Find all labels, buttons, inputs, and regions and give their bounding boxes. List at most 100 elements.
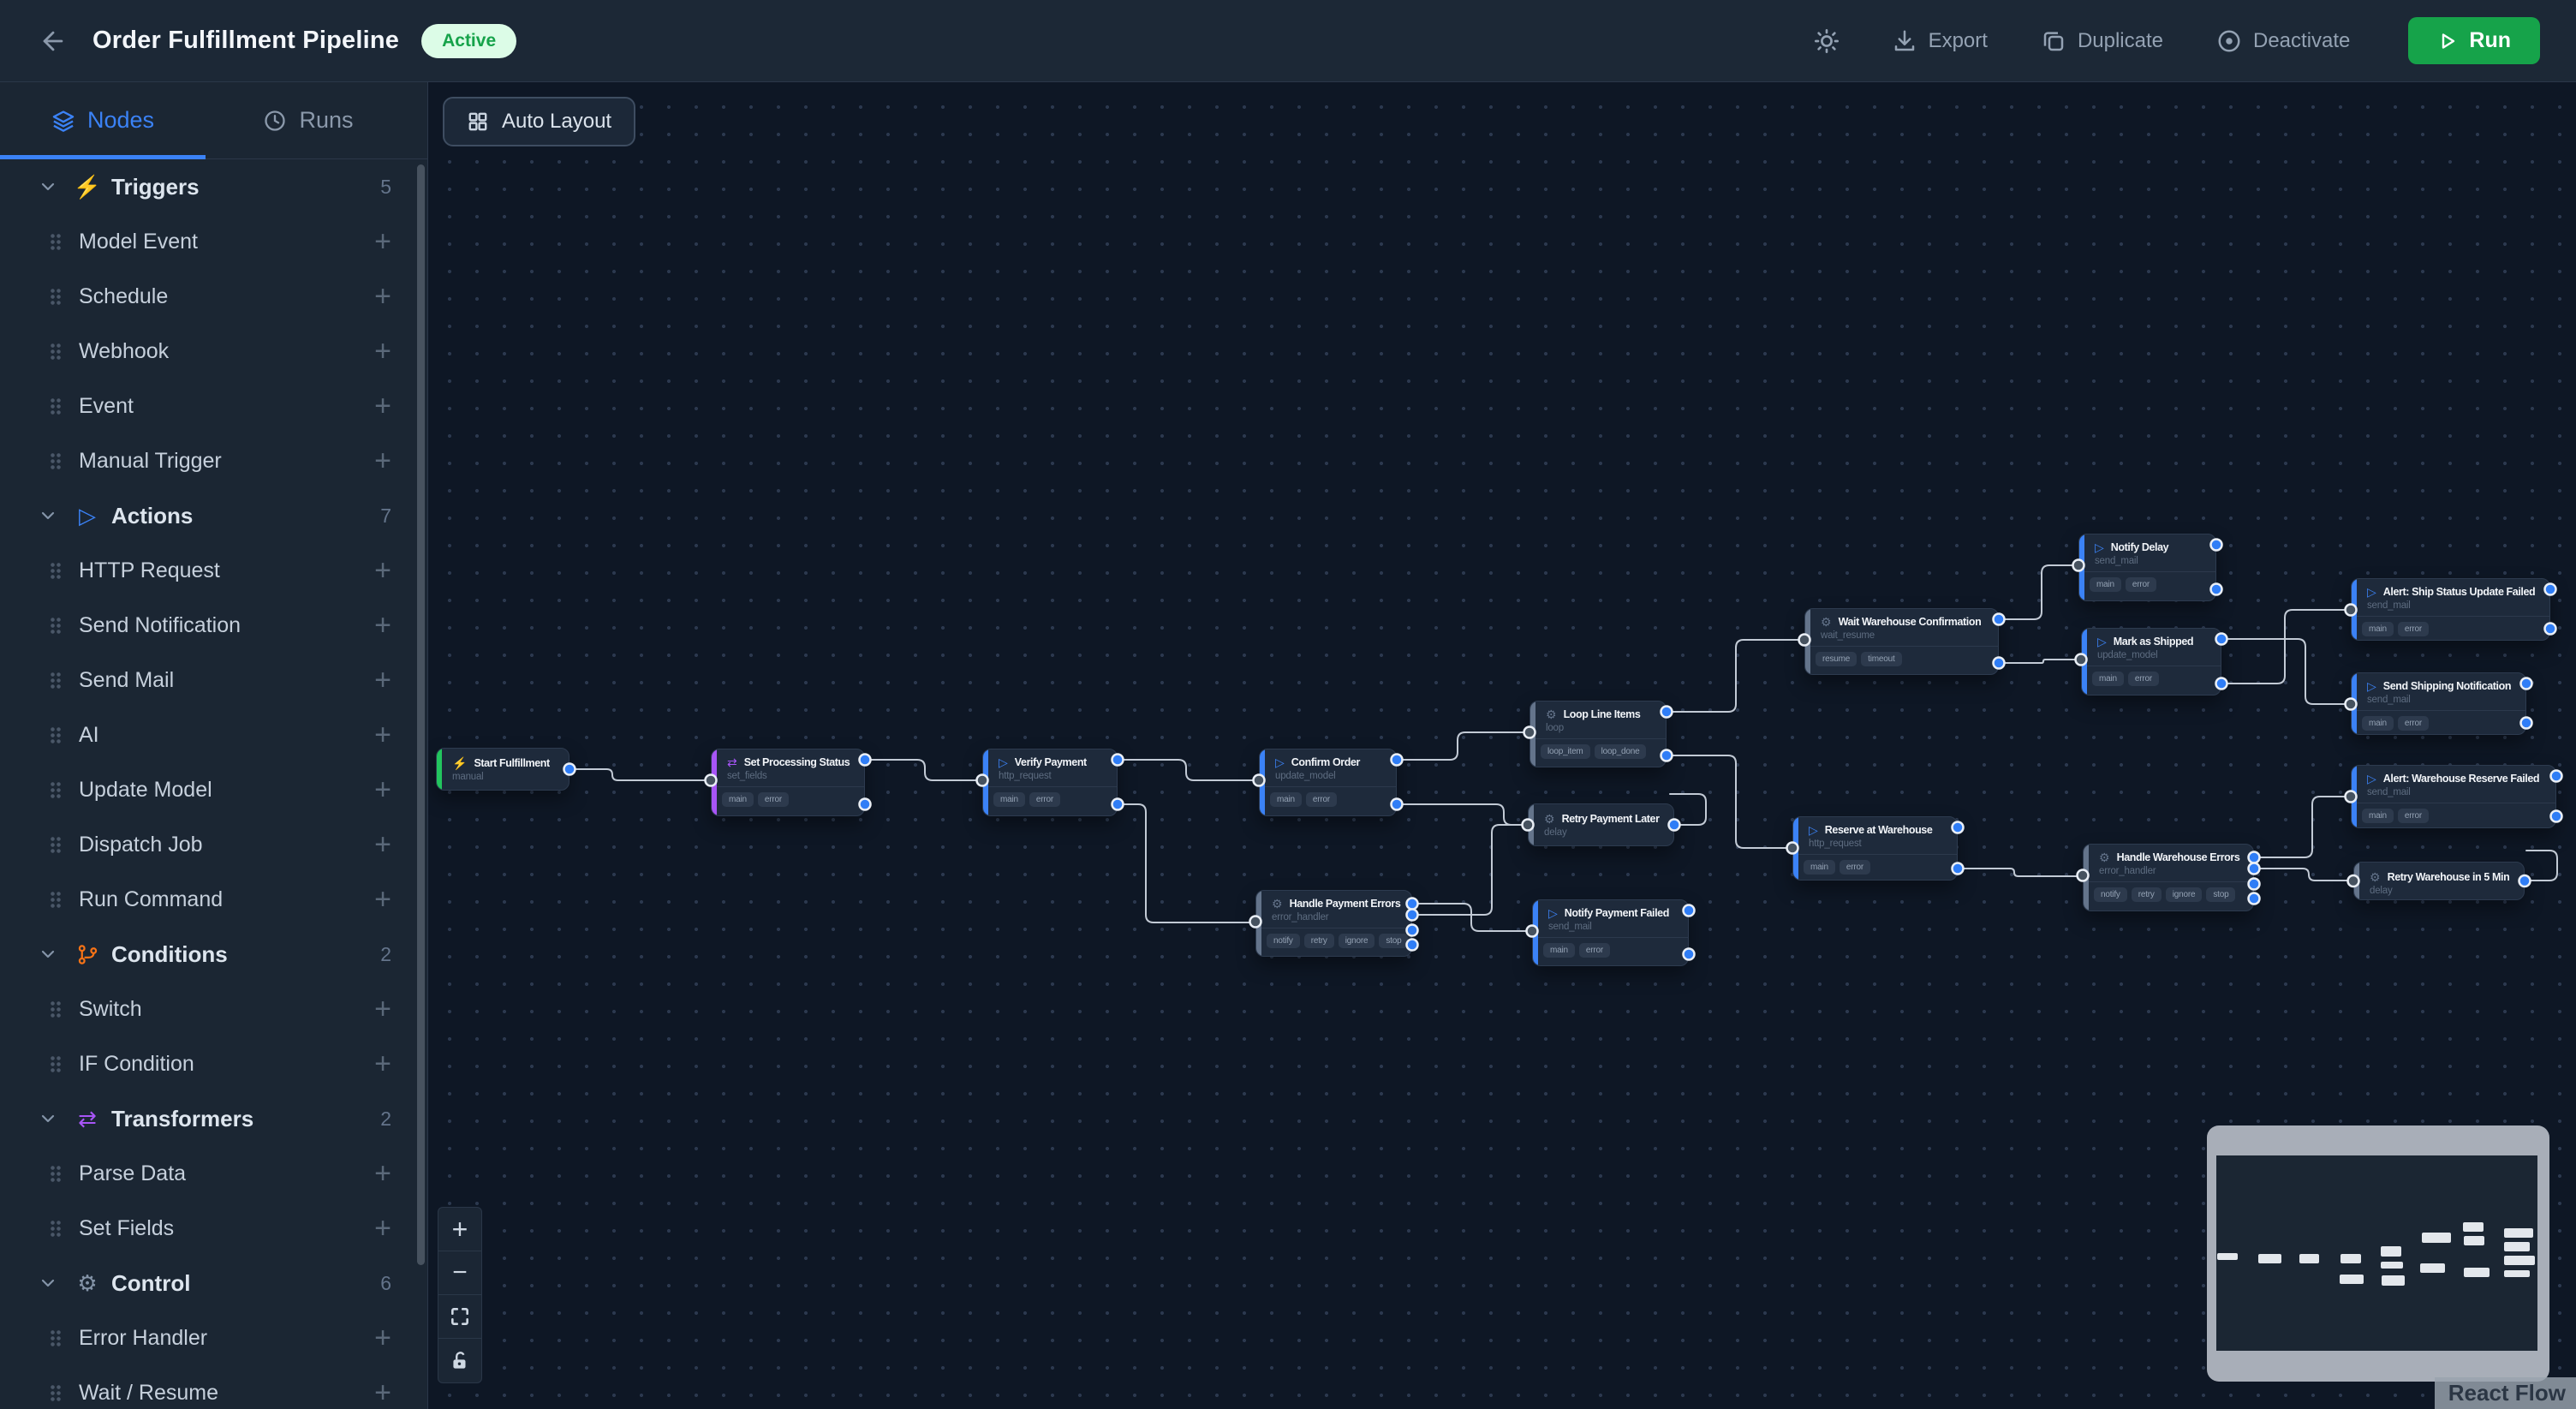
sidebar-item-model-event[interactable]: Model Event+ — [0, 214, 427, 269]
drag-handle-icon[interactable] — [50, 725, 62, 744]
sidebar-item-ai[interactable]: AI+ — [0, 707, 427, 762]
sidebar-item-set-fields[interactable]: Set Fields+ — [0, 1201, 427, 1256]
deactivate-button[interactable]: Deactivate — [2216, 28, 2350, 54]
back-button[interactable] — [34, 22, 72, 60]
add-node-icon[interactable]: + — [374, 390, 391, 422]
sidebar-item-if-condition[interactable]: IF Condition+ — [0, 1036, 427, 1091]
export-button[interactable]: Export — [1892, 28, 1988, 54]
drag-handle-icon[interactable] — [50, 232, 62, 251]
drag-handle-icon[interactable] — [50, 890, 62, 909]
node-title: Handle Warehouse Errors — [2116, 851, 2240, 863]
sidebar-scrollbar[interactable] — [417, 164, 425, 1265]
add-node-icon[interactable]: + — [374, 609, 391, 642]
add-node-icon[interactable]: + — [374, 719, 391, 751]
sidebar-item-webhook[interactable]: Webhook+ — [0, 324, 427, 379]
theme-toggle-button[interactable] — [1813, 27, 1840, 55]
minimap[interactable] — [2207, 1125, 2549, 1382]
drag-handle-icon[interactable] — [50, 1164, 62, 1183]
zoom-out-button[interactable]: − — [438, 1251, 481, 1295]
drag-handle-icon[interactable] — [50, 451, 62, 470]
drag-handle-icon[interactable] — [50, 1219, 62, 1238]
drag-handle-icon[interactable] — [50, 342, 62, 361]
sidebar-item-send-mail[interactable]: Send Mail+ — [0, 653, 427, 707]
sidebar-item-manual-trigger[interactable]: Manual Trigger+ — [0, 433, 427, 488]
node-subtitle: send_mail — [2367, 600, 2411, 611]
sidebar-item-http-request[interactable]: HTTP Request+ — [0, 543, 427, 598]
add-node-icon[interactable]: + — [374, 554, 391, 587]
drag-handle-icon[interactable] — [50, 671, 62, 690]
drag-handle-icon[interactable] — [50, 397, 62, 415]
drag-handle-icon[interactable] — [50, 1054, 62, 1073]
sidebar-item-dispatch-job[interactable]: Dispatch Job+ — [0, 817, 427, 872]
sidebar-item-error-handler[interactable]: Error Handler+ — [0, 1310, 427, 1365]
add-node-icon[interactable]: + — [374, 1376, 391, 1409]
add-node-icon[interactable]: + — [374, 1048, 391, 1080]
fit-view-button[interactable] — [438, 1295, 481, 1339]
sidebar-item-update-model[interactable]: Update Model+ — [0, 762, 427, 817]
add-node-icon[interactable]: + — [374, 1322, 391, 1354]
drag-handle-icon[interactable] — [50, 561, 62, 580]
sidebar-item-run-command[interactable]: Run Command+ — [0, 872, 427, 927]
sidebar-item-switch[interactable]: Switch+ — [0, 982, 427, 1036]
auto-layout-button[interactable]: Auto Layout — [443, 97, 636, 146]
lock-button[interactable] — [438, 1339, 481, 1382]
tab-nodes[interactable]: Nodes — [0, 82, 206, 159]
add-node-icon[interactable]: + — [374, 883, 391, 916]
drag-handle-icon[interactable] — [50, 835, 62, 854]
add-node-icon[interactable]: + — [374, 773, 391, 806]
section-label: Control — [111, 1269, 191, 1296]
drag-handle-icon[interactable] — [50, 616, 62, 635]
sidebar-item-schedule[interactable]: Schedule+ — [0, 269, 427, 324]
add-node-icon[interactable]: + — [374, 664, 391, 696]
sidebar-item-wait-resume[interactable]: Wait / Resume+ — [0, 1365, 427, 1409]
add-node-icon[interactable]: + — [374, 225, 391, 258]
output-badge-notify: notify — [2094, 887, 2127, 902]
node-subtitle: delay — [2370, 886, 2393, 896]
sidebar-item-event[interactable]: Event+ — [0, 379, 427, 433]
add-node-icon[interactable]: + — [374, 1212, 391, 1245]
run-button[interactable]: Run — [2408, 17, 2540, 64]
add-node-icon[interactable]: + — [374, 335, 391, 367]
add-node-icon[interactable]: + — [374, 445, 391, 477]
add-node-icon[interactable]: + — [374, 1157, 391, 1190]
tab-runs[interactable]: Runs — [206, 82, 411, 158]
add-node-icon[interactable]: + — [374, 828, 391, 861]
add-node-icon[interactable]: + — [374, 993, 391, 1025]
add-node-icon[interactable]: + — [374, 280, 391, 313]
duplicate-button[interactable]: Duplicate — [2041, 28, 2163, 54]
node-title: Alert: Warehouse Reserve Failed — [2382, 773, 2540, 785]
node-subtitle: error_handler — [1272, 912, 1329, 922]
drag-handle-icon[interactable] — [50, 1383, 62, 1402]
sidebar-item-send-notification[interactable]: Send Notification+ — [0, 598, 427, 653]
drag-handle-icon[interactable] — [50, 287, 62, 306]
sidebar-item-parse-data[interactable]: Parse Data+ — [0, 1146, 427, 1201]
drag-handle-icon[interactable] — [50, 1000, 62, 1018]
drag-handle-icon[interactable] — [50, 780, 62, 799]
zoom-in-button[interactable]: + — [438, 1208, 481, 1251]
drag-handle-icon[interactable] — [50, 1328, 62, 1347]
